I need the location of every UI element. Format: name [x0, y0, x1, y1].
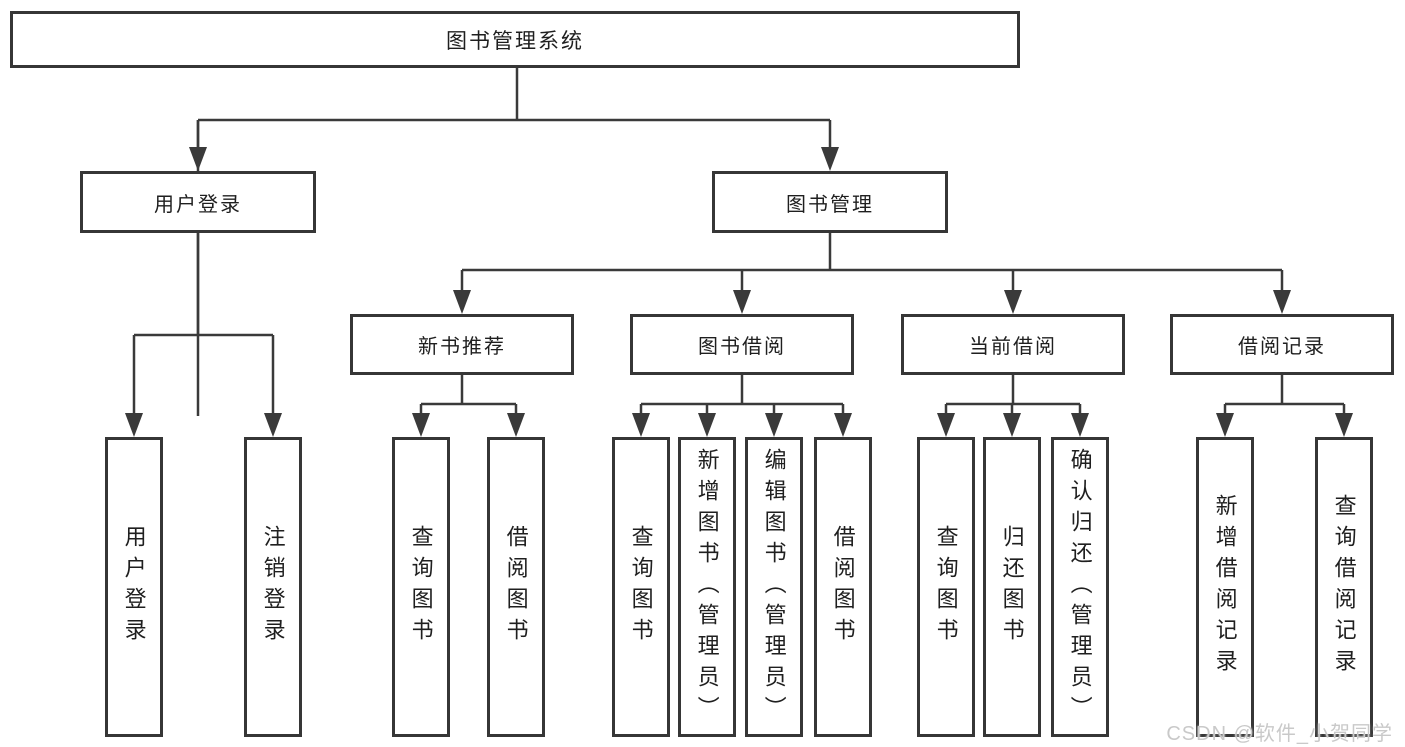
leaf-query-borrow-record: 查询借阅记录 — [1315, 437, 1373, 737]
leaf-return-book: 归还图书 — [983, 437, 1041, 737]
leaf-edit-book-admin: 编辑图书（管理员） — [745, 437, 803, 737]
arrowhead — [453, 290, 471, 314]
node-book-borrow: 图书借阅 — [630, 314, 854, 375]
arrowhead — [507, 413, 525, 437]
node-label: 借阅记录 — [1238, 336, 1326, 358]
node-label: 当前借阅 — [969, 336, 1057, 358]
connector-book-borrow — [639, 375, 845, 416]
leaf-borrow-books-recommend: 借阅图书 — [487, 437, 545, 737]
node-book-management: 图书管理 — [712, 171, 948, 233]
arrowhead — [125, 413, 143, 437]
leaf-query-books-current: 查询图书 — [917, 437, 975, 737]
arrowhead — [632, 413, 650, 437]
node-current-borrow: 当前借阅 — [901, 314, 1125, 375]
leaf-logout: 注销登录 — [244, 437, 302, 737]
node-borrow-records: 借阅记录 — [1170, 314, 1394, 375]
connector-root — [196, 68, 832, 416]
node-label: 用户登录 — [154, 193, 242, 216]
tree-connectors — [132, 68, 1346, 416]
arrowhead — [733, 290, 751, 314]
csdn-watermark: CSDN @软件_小贺同学 — [1166, 723, 1393, 745]
arrowhead — [189, 147, 207, 171]
node-label: 图书管理系统 — [446, 29, 584, 53]
arrowhead — [821, 147, 839, 171]
connector-current-borrow — [944, 375, 1082, 416]
arrowhead — [1003, 413, 1021, 437]
leaf-query-books-borrow: 查询图书 — [612, 437, 670, 737]
leaf-add-borrow-record: 新增借阅记录 — [1196, 437, 1254, 737]
connector-new-book — [419, 375, 518, 416]
arrowhead — [1335, 413, 1353, 437]
arrowhead — [1273, 290, 1291, 314]
arrowhead — [1071, 413, 1089, 437]
leaf-borrow-books: 借阅图书 — [814, 437, 872, 737]
leaf-add-book-admin: 新增图书（管理员） — [678, 437, 736, 737]
node-user-login: 用户登录 — [80, 171, 316, 233]
node-library-management-system: 图书管理系统 — [10, 11, 1020, 68]
node-new-book-recommend: 新书推荐 — [350, 314, 574, 375]
arrowhead — [937, 413, 955, 437]
arrowhead — [698, 413, 716, 437]
node-label: 新书推荐 — [418, 336, 506, 358]
connector-borrow-records — [1223, 375, 1346, 416]
leaf-query-books-recommend: 查询图书 — [392, 437, 450, 737]
leaf-confirm-return-admin: 确认归还（管理员） — [1051, 437, 1109, 737]
arrowhead — [765, 413, 783, 437]
connector-user-login — [132, 233, 275, 416]
leaf-user-login: 用户登录 — [105, 437, 163, 737]
arrowheads — [125, 147, 1353, 437]
arrowhead — [412, 413, 430, 437]
arrowhead — [264, 413, 282, 437]
arrowhead — [1004, 290, 1022, 314]
arrowhead — [1216, 413, 1234, 437]
connector-book-management — [460, 233, 1284, 293]
node-label: 图书管理 — [786, 193, 874, 216]
node-label: 图书借阅 — [698, 336, 786, 358]
arrowhead — [834, 413, 852, 437]
